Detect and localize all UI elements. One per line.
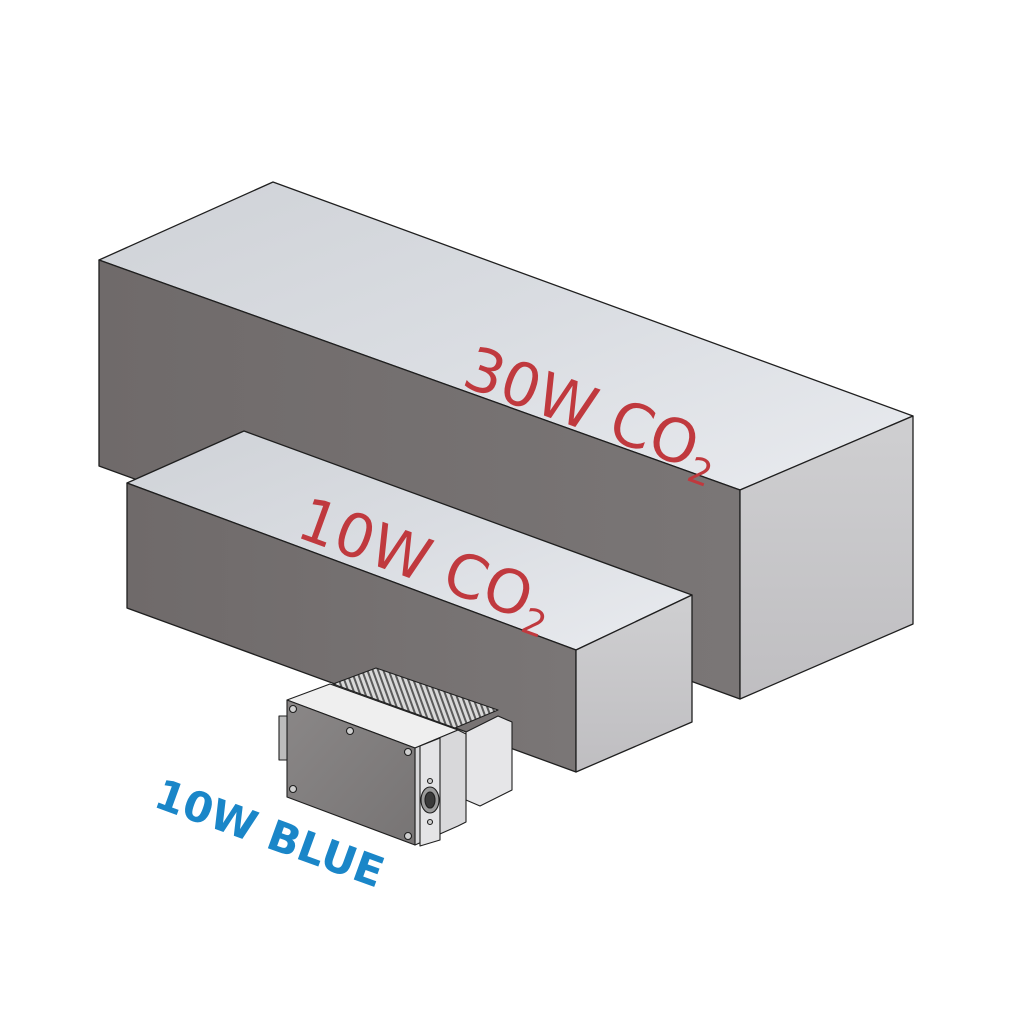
co2-30w-laser-box	[98, 181, 914, 700]
screw-icon	[403, 747, 413, 757]
box-side-face	[575, 594, 693, 773]
output-lens-icon	[424, 791, 436, 809]
screw-icon	[426, 818, 434, 826]
module-bracket	[278, 715, 288, 761]
screw-icon	[403, 831, 413, 841]
screw-icon	[426, 777, 434, 785]
screw-icon	[288, 704, 298, 714]
screw-icon	[345, 726, 355, 736]
screw-icon	[288, 784, 298, 794]
heatsink-top	[332, 667, 499, 729]
blue-10w-laser-module	[278, 667, 513, 847]
box-side-face	[739, 415, 914, 700]
module-front-face	[286, 699, 416, 846]
heatsink-side	[465, 715, 513, 807]
